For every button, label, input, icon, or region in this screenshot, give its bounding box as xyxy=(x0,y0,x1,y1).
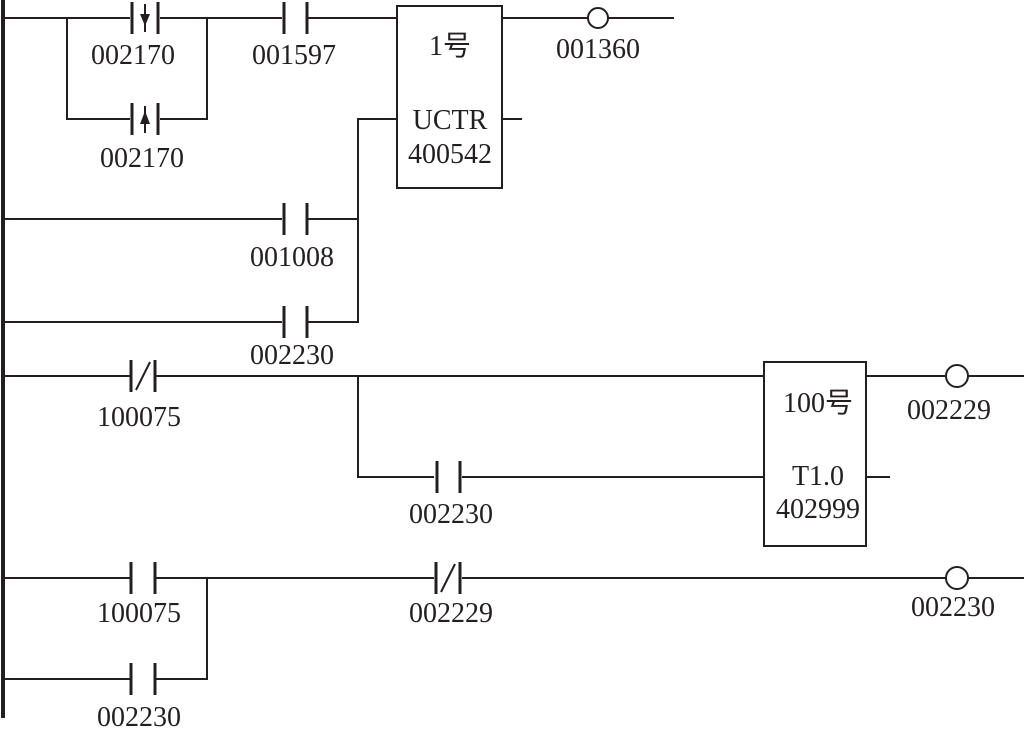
rung-1: 002170 002170 001597 001008 002230 xyxy=(3,2,674,371)
timer-block xyxy=(763,361,867,547)
block-register: 400542 xyxy=(408,139,492,170)
contact-address: 001597 xyxy=(252,40,336,71)
block-function: UCTR xyxy=(413,105,488,136)
contact-normally-closed xyxy=(129,360,157,392)
block-register: 402999 xyxy=(776,494,860,525)
contact-address: 100075 xyxy=(97,598,181,629)
coil-address: 002229 xyxy=(907,395,991,426)
parallel-branch-wire xyxy=(357,376,434,478)
slash-icon xyxy=(135,361,151,391)
contact-address: 002230 xyxy=(409,499,493,530)
rung-3: 100075 002230 002229 002230 xyxy=(3,562,1024,733)
contact-normally-open xyxy=(282,2,309,34)
contact-normally-open xyxy=(282,306,309,338)
arrow-up-icon xyxy=(140,111,150,124)
contact-normally-open xyxy=(129,562,157,594)
block-number: 1号 xyxy=(429,31,471,62)
coil-address: 001360 xyxy=(556,34,640,65)
block-number: 100号 xyxy=(783,388,853,419)
parallel-branch-wire xyxy=(160,18,208,120)
block-function: T1.0 xyxy=(792,461,844,492)
parallel-branch-wire xyxy=(156,578,208,680)
function-block xyxy=(396,5,503,189)
contact-address: 100075 xyxy=(97,402,181,433)
contact-normally-open xyxy=(129,663,157,695)
contact-normally-open xyxy=(282,203,309,235)
contact-normally-closed xyxy=(434,562,462,594)
arrow-down-icon xyxy=(140,14,150,26)
contact-negative-transition xyxy=(130,103,160,135)
slash-icon xyxy=(440,563,456,593)
parallel-branch-wire xyxy=(66,18,130,120)
wire xyxy=(308,118,397,323)
contact-normally-open xyxy=(435,461,462,493)
contact-address: 002230 xyxy=(97,702,181,733)
rung-2: 100075 002230 100号 T1.0 402999 002229 xyxy=(3,360,1024,547)
contact-address: 002170 xyxy=(91,40,175,71)
coil-icon xyxy=(945,566,969,590)
coil-address: 002230 xyxy=(911,592,995,623)
contact-address: 001008 xyxy=(250,242,334,273)
contact-address: 002230 xyxy=(250,340,334,371)
coil-icon xyxy=(587,7,609,29)
contact-positive-transition xyxy=(130,2,160,34)
coil-icon xyxy=(945,364,969,388)
contact-address: 002170 xyxy=(100,143,184,174)
contact-address: 002229 xyxy=(409,598,493,629)
